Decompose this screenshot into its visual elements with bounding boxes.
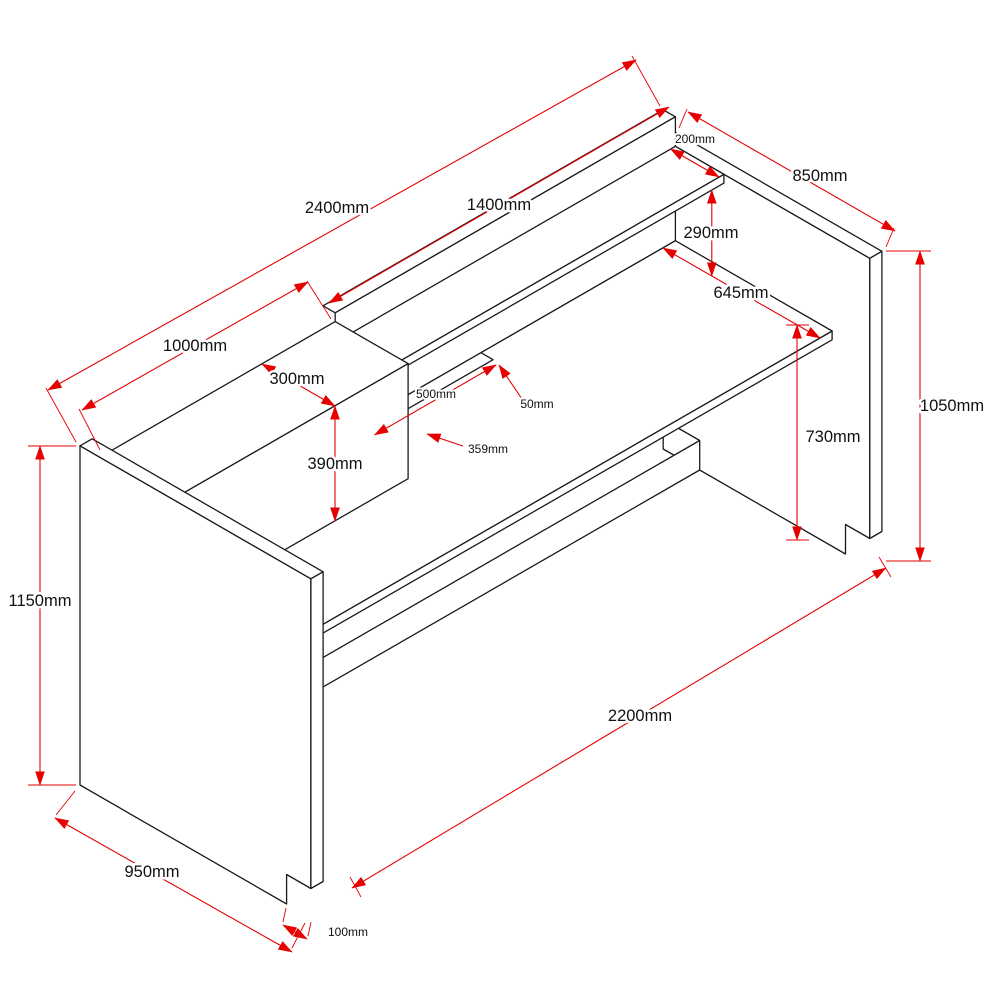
dimension-label: 1000mm <box>163 337 227 355</box>
dimension-label: 2400mm <box>305 199 369 217</box>
extension-line <box>45 387 77 443</box>
dimension-counter-front-length: 1400mm <box>328 106 670 304</box>
extension-line <box>678 108 688 129</box>
dimension-worktop-height: 730mm <box>786 324 863 541</box>
dimension-label: 390mm <box>307 455 362 473</box>
dimension-label: 1150mm <box>9 592 72 610</box>
dimension-label: 1400mm <box>467 196 531 214</box>
extension-line <box>349 876 362 898</box>
extension-line <box>291 922 306 949</box>
dimension-cable-cutout-offset: 359mm <box>426 433 510 458</box>
dimension-label: 200mm <box>675 132 715 146</box>
dimension-label: 300mm <box>269 370 324 388</box>
dimension-return-riser-height: 390mm <box>305 405 365 522</box>
dimension-label: 2200mm <box>608 707 672 725</box>
dimension-label: 950mm <box>124 863 179 881</box>
extension-line <box>78 408 101 451</box>
left-end-panel-front-edge <box>310 571 324 890</box>
dimension-worktop-depth: 645mm <box>662 247 821 339</box>
dimension-label: 500mm <box>416 387 456 401</box>
dimension-plinth-inset: 100mm <box>282 907 370 941</box>
dimension-label: 290mm <box>683 224 738 242</box>
plinth-step-line-right <box>675 425 701 442</box>
dimension-leader <box>426 433 464 447</box>
extension-line <box>55 790 76 816</box>
dimension-return-unit-length: 1000mm <box>78 280 332 451</box>
dimension-arrow <box>81 281 309 411</box>
dimension-arrow <box>54 817 293 953</box>
dimension-label: 645mm <box>713 284 768 302</box>
dimension-arrow <box>662 247 821 339</box>
dimension-front-panel-height: 1150mm <box>6 445 76 786</box>
dimension-front-base-width: 2200mm <box>349 556 892 898</box>
dimension-label: 50mm <box>520 397 553 411</box>
dimension-label: 1050mm <box>920 397 984 415</box>
dimension-end-panel-depth: 850mm <box>678 108 896 248</box>
dimension-label: 730mm <box>805 428 860 446</box>
extension-line <box>885 227 895 248</box>
extension-line <box>878 556 892 578</box>
dimension-annotations: 2400mm 1400mm 200mm 850mm 290mm 1000mm <box>6 55 987 953</box>
dimension-leader <box>498 364 523 400</box>
dimension-arrow <box>687 111 896 232</box>
extension-line <box>282 907 287 923</box>
dimension-arrow <box>351 567 887 889</box>
dimension-label: 359mm <box>468 442 508 456</box>
dimension-label: 100mm <box>328 925 368 939</box>
dimension-arrow <box>328 106 670 304</box>
dimension-cable-cutout-width: 500mm <box>373 364 497 436</box>
dimension-cable-cutout-depth: 50mm <box>498 364 556 413</box>
dimension-return-top-depth: 300mm <box>261 363 336 407</box>
extension-line <box>307 921 312 937</box>
dimension-arrow <box>282 924 308 940</box>
extension-line <box>631 55 661 107</box>
dimension-right-end-panel-height: 1050mm <box>886 250 987 562</box>
desk-outline <box>79 109 883 905</box>
extension-line <box>306 280 332 320</box>
dimension-label: 850mm <box>792 167 847 185</box>
dimension-arrow <box>261 363 336 407</box>
dimension-arrow <box>373 364 497 436</box>
right-end-panel-front-edge <box>869 250 883 540</box>
